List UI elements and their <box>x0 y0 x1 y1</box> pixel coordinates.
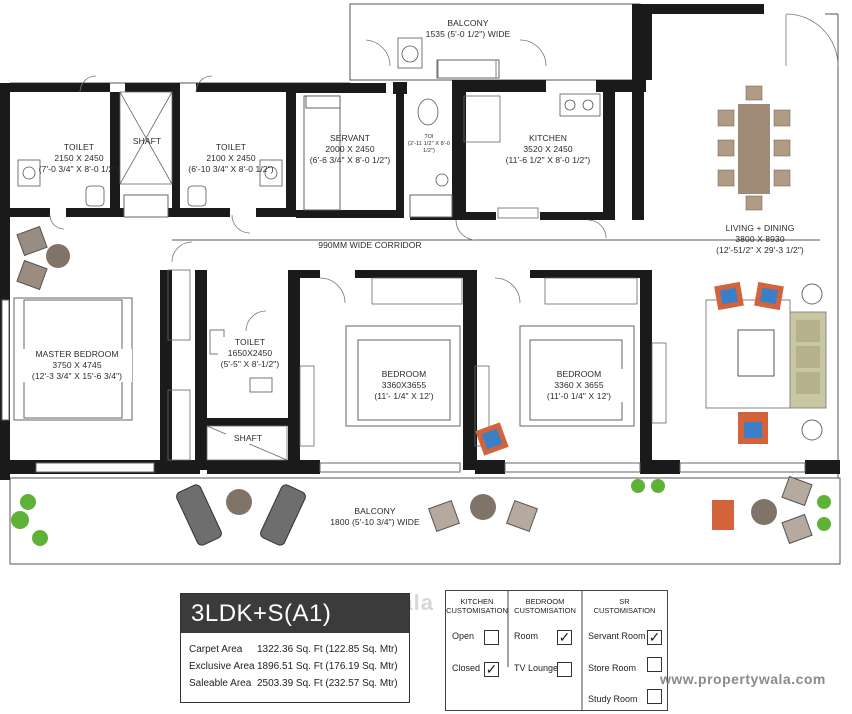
room-dim-imperial: (6'-10 3/4" X 8'-0 1/2") <box>188 164 274 174</box>
brand-url: www.propertywala.com <box>660 671 826 687</box>
room-dim-imperial: (12'-3 3/4" X 15'-6 3/4") <box>31 371 123 381</box>
kitchen-label: KITCHEN 3520 X 2450 (11'-6 1/2" X 8'-0 1… <box>496 133 600 166</box>
windows <box>1 59 806 473</box>
option-store-room-checkbox[interactable] <box>647 657 662 672</box>
room-dim: (2'-11 1/2" X 8'-0 1/2") <box>407 141 451 154</box>
room-dim: 2000 X 2450 <box>325 144 375 154</box>
room-name: TOILET <box>215 142 247 152</box>
area-value: 1322.36 Sq. Ft (122.85 Sq. Mtr) <box>257 644 398 655</box>
room-name: BEDROOM <box>381 369 427 379</box>
balcony-bottom-label: BALCONY 1800 (5'-10 3/4") WIDE <box>310 506 440 528</box>
room-name: TOILET <box>234 337 266 347</box>
area-row-saleable: Saleable Area 2503.39 Sq. Ft (232.57 Sq. … <box>189 678 398 689</box>
unit-type-title: 3LDK+S(A1) <box>181 594 409 633</box>
bedroom-2-label: BEDROOM 3360 X 3655 (11'-0 1/4" X 12') <box>534 369 624 402</box>
option-servant-room-checkbox[interactable]: ✓ <box>647 629 662 645</box>
room-name: SERVANT <box>329 133 371 143</box>
customisation-table: KITCHEN CUSTOMISATION BEDROOM CUSTOMISAT… <box>445 590 668 711</box>
toilet-3-label: TOILET 1650X2450 (5'-5" X 8'-1/2") <box>218 337 282 370</box>
area-value: 2503.39 Sq. Ft (232.57 Sq. Mtr) <box>257 678 398 689</box>
bedroom-customisation-header: BEDROOM CUSTOMISATION <box>514 597 576 615</box>
servant-label: SERVANT 2000 X 2450 (6'-6 3/4" X 8'-0 1/… <box>298 133 402 166</box>
option-store-room-label: Store Room <box>588 663 637 673</box>
living-label: LIVING + DINING 3800 X 8930 (12'-51/2" X… <box>700 223 820 256</box>
room-dim: 3360X3655 <box>381 380 427 390</box>
room-dim: 3360 X 3655 <box>554 380 604 390</box>
corridor-label: 990MM WIDE CORRIDOR <box>300 240 440 251</box>
area-label: Exclusive Area <box>189 661 255 672</box>
area-row-carpet: Carpet Area 1322.36 Sq. Ft (122.85 Sq. Mt… <box>189 644 398 655</box>
option-open-label: Open <box>452 631 475 641</box>
room-name: BEDROOM <box>556 369 602 379</box>
toilet-2-label: TOILET 2100 X 2450 (6'-10 3/4" X 8'-0 1/… <box>176 142 286 175</box>
shaft-1-label: SHAFT <box>125 136 169 147</box>
area-value: 1896.51 Sq. Ft (176.19 Sq. Mtr) <box>257 661 398 672</box>
room-name: MASTER BEDROOM <box>35 349 119 359</box>
master-bedroom-label: MASTER BEDROOM 3750 X 4745 (12'-3 3/4" X… <box>22 349 132 382</box>
area-label: Saleable Area <box>189 678 252 689</box>
shaft-2-label: SHAFT <box>226 433 270 444</box>
room-name: BALCONY <box>447 18 489 28</box>
room-dim: 2100 X 2450 <box>206 153 256 163</box>
living-furniture <box>475 281 827 456</box>
option-tv-lounge-checkbox[interactable] <box>557 662 572 677</box>
dining-set <box>717 85 791 211</box>
customisation-dividers <box>507 591 583 710</box>
room-name: BALCONY <box>354 506 396 516</box>
room-dim: 1650X2450 <box>227 348 273 358</box>
door-swings <box>49 13 839 332</box>
option-open-checkbox[interactable] <box>484 630 499 645</box>
option-closed-label: Closed <box>452 663 481 673</box>
armchairs <box>16 225 813 546</box>
room-dim-imperial: (5'-5" X 8'-1/2") <box>220 359 280 369</box>
room-dim-imperial: (7'-0 3/4" X 8'-0 1/2") <box>38 164 120 174</box>
room-dim: 3520 X 2450 <box>523 144 573 154</box>
room-dim: 1800 (5'-10 3/4") WIDE <box>330 517 420 527</box>
toilet-small-label: TOI (2'-11 1/2" X 8'-0 1/2") <box>403 134 455 155</box>
room-dim-imperial: (12'-51/2" X 29'-3 1/2") <box>716 245 804 255</box>
room-name: SHAFT <box>233 433 263 443</box>
room-dim-imperial: (11'-0 1/4" X 12') <box>546 391 612 401</box>
room-dim-imperial: (11'-6 1/2" X 8'-0 1/2") <box>505 155 591 165</box>
plants <box>11 479 831 546</box>
room-name: SHAFT <box>132 136 162 146</box>
room-dim: 2150 X 2450 <box>54 153 104 163</box>
room-dim-imperial: (11'- 1/4" X 12') <box>374 391 434 401</box>
option-room-label: Room <box>514 631 539 641</box>
option-closed-checkbox[interactable]: ✓ <box>484 661 499 677</box>
room-name: TOI <box>424 134 434 140</box>
room-name: TOILET <box>63 142 95 152</box>
room-dim: 3750 X 4745 <box>52 360 102 370</box>
room-dim-imperial: (6'-6 3/4" X 8'-0 1/2") <box>309 155 391 165</box>
sr-customisation-header: SR CUSTOMISATION <box>593 597 656 615</box>
room-dim: 3800 X 8930 <box>735 234 785 244</box>
toilet-1-label: TOILET 2150 X 2450 (7'-0 3/4" X 8'-0 1/2… <box>24 142 134 175</box>
option-servant-room-label: Servant Room <box>588 631 646 641</box>
balcony-top-label: BALCONY 1535 (5'-0 1/2") WIDE <box>418 18 518 40</box>
room-name: LIVING + DINING <box>725 223 795 233</box>
option-study-room-checkbox[interactable] <box>647 689 662 704</box>
option-study-room-label: Study Room <box>588 694 638 704</box>
room-name: 990MM WIDE CORRIDOR <box>318 240 422 250</box>
room-dim: 1535 (5'-0 1/2") WIDE <box>425 29 511 39</box>
option-tv-lounge-label: TV Lounge <box>514 663 559 673</box>
area-label: Carpet Area <box>189 644 243 655</box>
walls <box>0 4 840 480</box>
option-room-checkbox[interactable]: ✓ <box>557 629 572 645</box>
unit-info-box: 3LDK+S(A1) Carpet Area 1322.36 Sq. Ft (12… <box>180 593 410 703</box>
bedroom-1-label: BEDROOM 3360X3655 (11'- 1/4" X 12') <box>362 369 446 402</box>
room-name: KITCHEN <box>528 133 567 143</box>
kitchen-customisation-header: KITCHEN CUSTOMISATION <box>446 597 508 615</box>
